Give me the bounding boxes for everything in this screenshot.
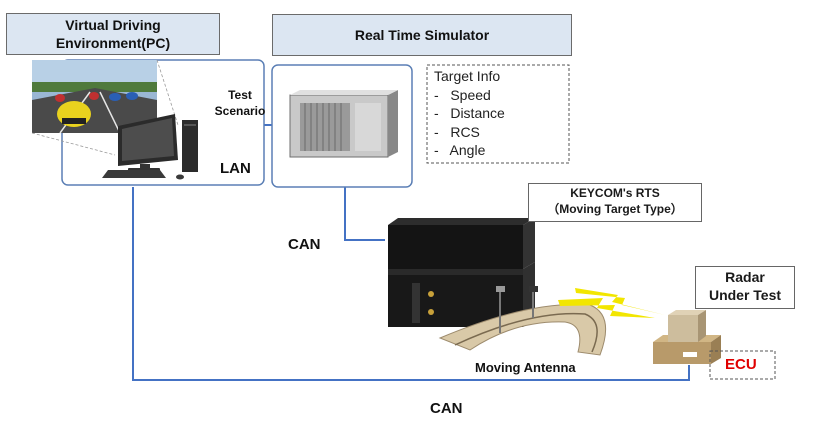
target-info-item: - Angle — [434, 142, 486, 159]
radar-under-test-icon — [653, 310, 721, 364]
moving-target-rts-icon — [388, 218, 535, 327]
can-link-simulator-rts — [344, 187, 385, 241]
radar-label-line1: Radar — [725, 269, 765, 285]
rts-label-line1: KEYCOM's RTS — [570, 186, 660, 200]
pc-tower-icon — [182, 120, 198, 172]
radar-wave-flash-icon — [575, 288, 665, 315]
simulator-title: Real Time Simulator — [354, 27, 490, 43]
ecu-box — [709, 350, 776, 380]
real-time-simulator-chassis-icon — [289, 90, 398, 158]
pc-title-line2: Environment(PC) — [55, 35, 171, 51]
pc-title-box: Virtual Driving Environment(PC) — [6, 13, 220, 55]
keyboard-icon — [102, 170, 166, 178]
target-info-box — [426, 64, 570, 164]
driving-scene-image — [32, 60, 157, 134]
ecu-label: ECU — [725, 356, 757, 373]
target-info-heading: Target Info — [434, 68, 501, 84]
target-info-item: - Distance — [434, 105, 505, 122]
radar-wave-flash-icon — [558, 298, 655, 318]
antenna-rail-icon — [438, 286, 607, 356]
test-scenario-label: Test Scenario — [205, 87, 275, 119]
target-info-item: - Speed — [434, 86, 491, 103]
rts-label-line2: （Moving Target Type） — [547, 202, 683, 216]
mouse-icon — [176, 174, 184, 180]
test-scenario-line1: Test — [228, 88, 252, 102]
target-info-item: - RCS — [434, 123, 480, 140]
moving-antenna-label: Moving Antenna — [475, 360, 576, 375]
pc-title-line1: Virtual Driving — [65, 17, 161, 33]
can-label-bottom: CAN — [430, 400, 463, 417]
test-scenario-line2: Scenario — [214, 104, 266, 118]
lan-label: LAN — [220, 160, 251, 177]
can-label-upper: CAN — [288, 236, 321, 253]
monitor-icon — [118, 114, 178, 172]
can-link-pc-ecu — [132, 187, 690, 381]
rts-label-box: KEYCOM's RTS （Moving Target Type） — [528, 183, 702, 222]
target-info-text: Target Info - Speed - Distance - RCS - A… — [434, 67, 505, 160]
simulator-title-box: Real Time Simulator — [272, 14, 572, 56]
radar-label-box: Radar Under Test — [695, 266, 795, 309]
radar-label-line2: Under Test — [708, 287, 782, 303]
